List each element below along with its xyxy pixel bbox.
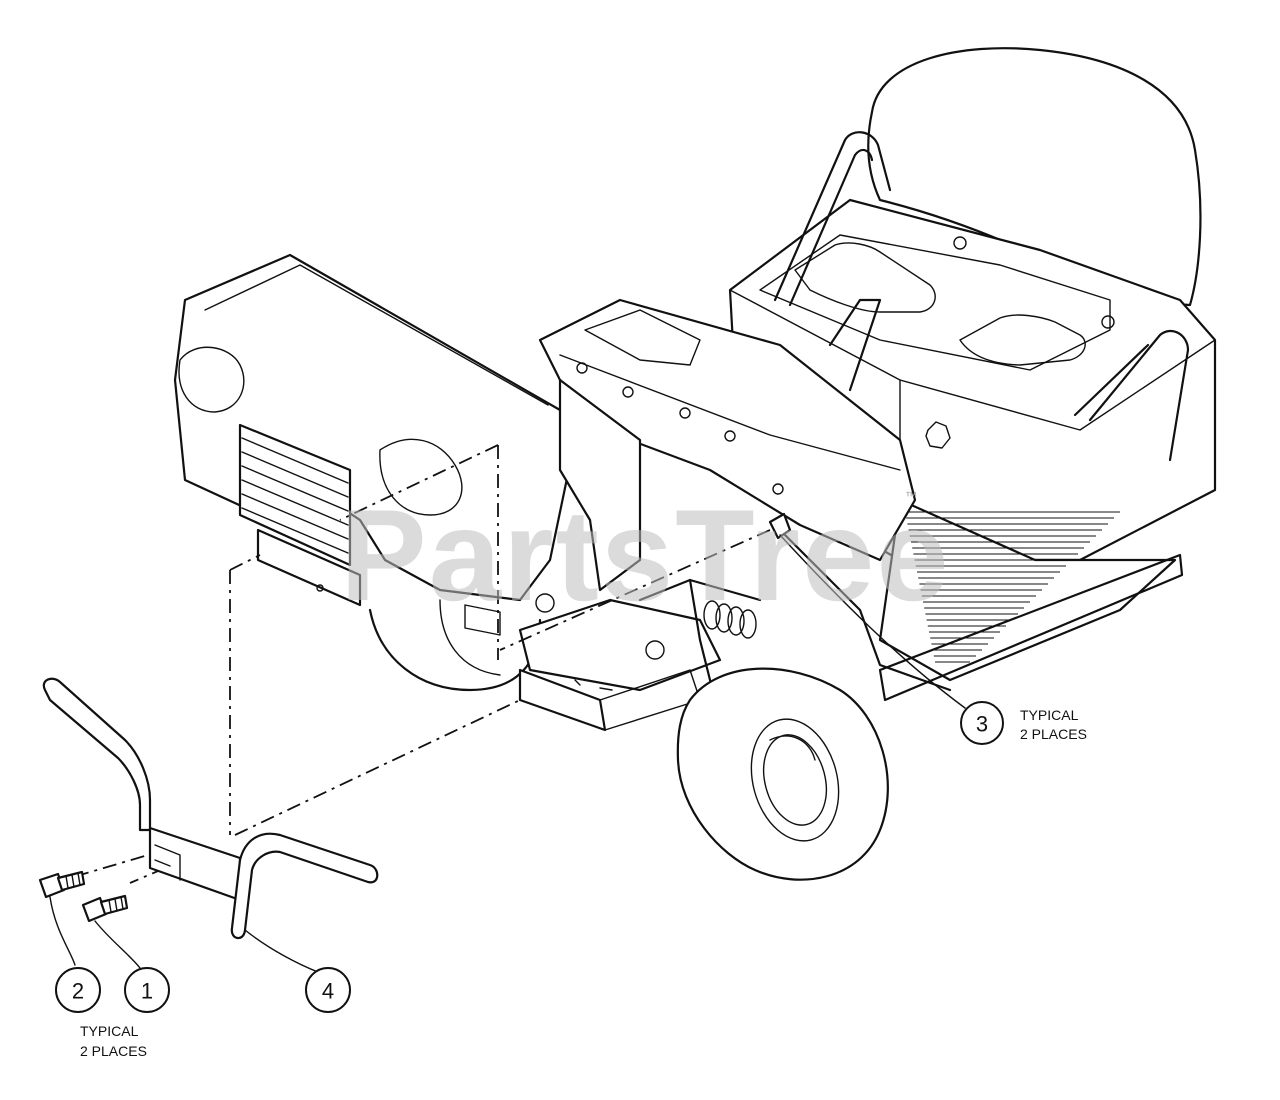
callout-4-number: 4 [322,979,334,1004]
dash-panel [538,298,917,592]
brush-guard [42,677,379,940]
callout-3-number: 3 [976,712,988,737]
callout-2-number: 2 [72,979,84,1004]
note-right-line2: 2 PLACES [1020,726,1087,742]
callout-1-number: 1 [141,979,153,1004]
seat-back [867,47,1202,307]
front-suspension [464,578,762,732]
coil-spring [703,600,757,639]
watermark-text: PartsTree [340,482,951,628]
leader-lines [49,534,966,973]
front-cowl [173,253,577,607]
callout-2: 2 [55,967,101,1013]
callout-1: 1 [124,967,170,1013]
note-left-line1: TYPICAL [80,1023,139,1039]
note-right-line1: TYPICAL [1020,707,1079,723]
floor-mat [878,498,1184,702]
front-wheel-right [676,667,889,881]
note-left-line2: 2 PLACES [80,1043,147,1059]
watermark-trademark: ™ [905,489,917,503]
grille-slats [241,437,349,554]
callout-3: 3 [960,701,1004,745]
bumper-mount-bracket [768,512,952,692]
bolt-part-2 [38,870,86,899]
callout-4: 4 [305,967,351,1013]
bolt-part-1 [81,894,129,923]
